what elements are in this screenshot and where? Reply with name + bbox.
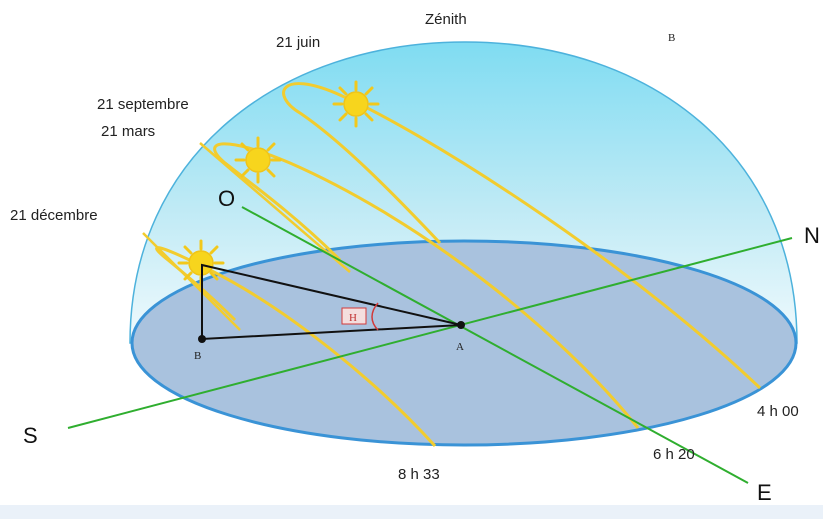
west-east-axis [241, 206, 749, 484]
angle-label: H [349, 312, 357, 324]
label-time-8h: 8 h 33 [398, 466, 440, 483]
sun-icon [332, 80, 380, 128]
angle-arc [371, 302, 379, 331]
sun-path-equinox-ray [199, 142, 351, 273]
bottom-band [0, 505, 823, 519]
angle-label-box [341, 307, 367, 325]
label-west: O [218, 186, 235, 211]
label-b-point: B [194, 350, 201, 362]
label-south: S [23, 423, 38, 448]
sun-path-december-ray [142, 232, 241, 331]
label-march: 21 mars [101, 123, 155, 140]
sun-icon [234, 136, 282, 184]
label-september: 21 septembre [97, 96, 189, 113]
point-a [457, 321, 465, 329]
south-north-axis [67, 237, 793, 429]
label-east: E [757, 480, 772, 505]
label-north: N [804, 223, 820, 248]
height-triangle [201, 263, 462, 341]
sun-path-june [282, 82, 762, 390]
label-time-4h: 4 h 00 [757, 403, 799, 420]
sun-path-december [155, 246, 437, 448]
label-a-point: A [456, 341, 464, 353]
label-time-6h: 6 h 20 [653, 446, 695, 463]
label-december: 21 décembre [10, 207, 98, 224]
label-b-top: B [668, 32, 675, 44]
label-zenith: Zénith [425, 11, 467, 28]
horizon-plane [130, 239, 798, 447]
point-b [198, 335, 206, 343]
label-june: 21 juin [276, 34, 320, 51]
